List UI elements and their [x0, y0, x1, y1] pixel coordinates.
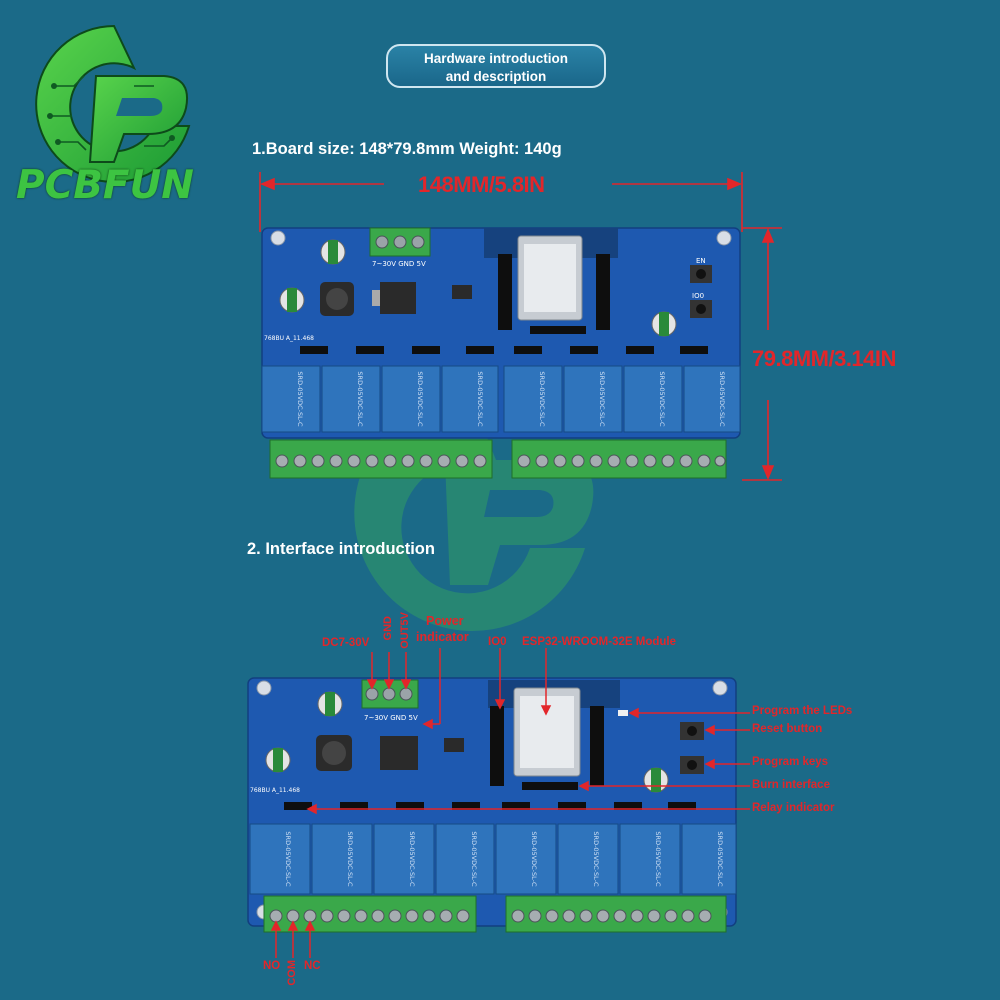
relay-silk-text: SRD-05VDC-SL-C	[592, 831, 600, 887]
relay-silk-text: SRD-05VDC-SL-C	[658, 371, 666, 427]
power-terminal-silk-2: 7~30V GND 5V	[364, 714, 418, 722]
relay-silk-text: SRD-05VDC-SL-C	[284, 831, 292, 887]
label-program-keys: Program keys	[752, 756, 829, 768]
label-program-leds: Program the LEDs	[752, 705, 853, 717]
en-silk: EN	[696, 257, 706, 265]
io0-silk: IO0	[692, 292, 704, 300]
relay-silk-text: SRD-05VDC-SL-C	[356, 371, 364, 427]
pcbfun-logo	[14, 16, 214, 216]
brand-name: PCBFUN	[16, 163, 194, 208]
header-line-2: and description	[445, 69, 547, 84]
relay-silk-text: SRD-05VDC-SL-C	[416, 371, 424, 427]
board-id-silk: 768BU A_11.468	[264, 335, 314, 342]
relay-silk-text: SRD-05VDC-SL-C	[718, 371, 726, 427]
board-height-label: 79.8MM/3.14IN	[752, 346, 896, 371]
relay-silk-text: SRD-05VDC-SL-C	[476, 371, 484, 427]
board-width-label: 148MM/5.8IN	[418, 172, 545, 197]
header-line-1: Hardware introduction	[423, 51, 568, 66]
label-power-indicator-1: Power	[426, 614, 464, 628]
label-io0: IO0	[488, 636, 507, 648]
label-gnd: GND	[382, 616, 394, 641]
relay-silk-text: SRD-05VDC-SL-C	[296, 371, 304, 427]
label-nc: NC	[304, 960, 321, 972]
power-terminal-silk: 7~30V GND 5V	[372, 260, 426, 268]
label-reset-button: Reset button	[752, 723, 823, 735]
relay-silk-text: SRD-05VDC-SL-C	[598, 371, 606, 427]
board-id-silk-2: 768BU A_11.468	[250, 787, 300, 794]
relay-silk-text: SRD-05VDC-SL-C	[470, 831, 478, 887]
label-burn-interface: Burn interface	[752, 779, 830, 791]
relay-silk-text: SRD-05VDC-SL-C	[346, 831, 354, 887]
label-com: COM	[286, 960, 298, 986]
label-out5v: OUT5V	[399, 612, 411, 649]
label-module: ESP32-WROOM-32E Module	[522, 636, 676, 648]
header-pill: Hardware introduction and description	[386, 44, 606, 88]
label-power-indicator-2: indicator	[416, 630, 469, 644]
label-no: NO	[263, 960, 281, 972]
logo-icon	[35, 24, 191, 183]
relay-silk-text: SRD-05VDC-SL-C	[716, 831, 724, 887]
section1-heading: 1.Board size: 148*79.8mm Weight: 140g	[252, 140, 562, 158]
relay-silk-text: SRD-05VDC-SL-C	[408, 831, 416, 887]
label-relay-indicator: Relay indicator	[752, 802, 835, 814]
label-dc-input: DC7-30V	[322, 637, 370, 649]
relay-silk-text: SRD-05VDC-SL-C	[538, 371, 546, 427]
section2-heading: 2. Interface introduction	[247, 540, 435, 558]
relay-silk-text: SRD-05VDC-SL-C	[654, 831, 662, 887]
relay-silk-text: SRD-05VDC-SL-C	[530, 831, 538, 887]
